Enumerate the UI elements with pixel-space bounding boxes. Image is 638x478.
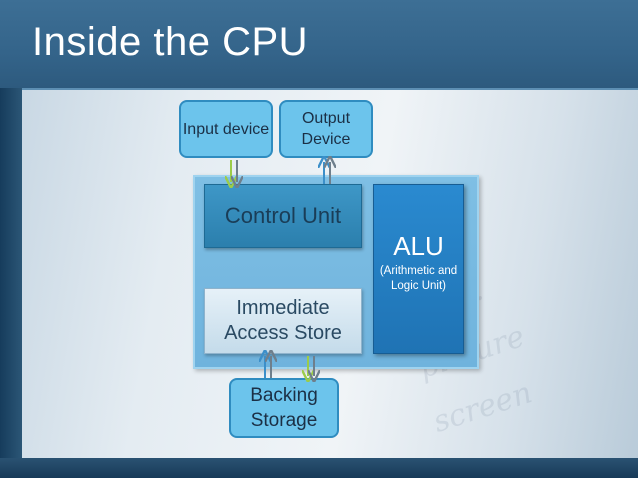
- background-scribble: screen: [429, 375, 537, 440]
- backing-storage-box: Backing Storage: [229, 378, 339, 438]
- control-unit-box: Control Unit: [204, 184, 362, 248]
- input-device-box: Input device: [179, 100, 273, 158]
- left-background-edge: [0, 88, 22, 478]
- slide-title: Inside the CPU: [32, 20, 309, 64]
- title-bar: Inside the CPU: [0, 0, 638, 90]
- alu-box: ALU (Arithmetic and Logic Unit): [373, 184, 464, 354]
- alu-label: ALU: [393, 231, 444, 261]
- bottom-background-edge: [0, 458, 638, 478]
- output-device-box: Output Device: [279, 100, 373, 158]
- immediate-access-store-box: Immediate Access Store: [204, 288, 362, 354]
- alu-detail: (Arithmetic and Logic Unit): [379, 265, 458, 292]
